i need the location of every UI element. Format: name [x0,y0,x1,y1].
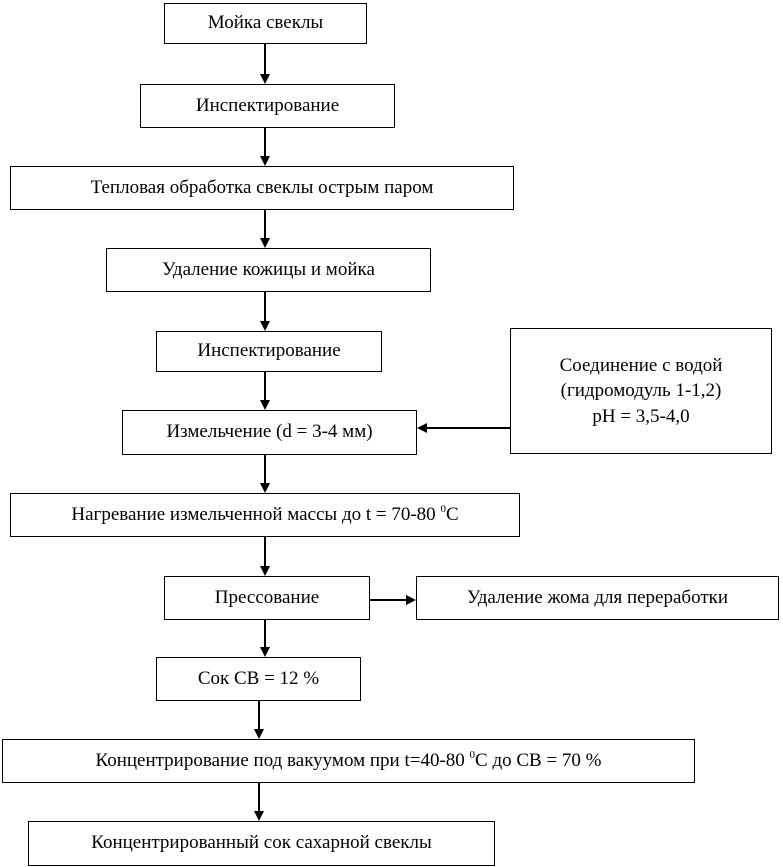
connector-6-7 [264,455,266,484]
step-juice-label: Сок СВ = 12 % [197,667,320,689]
connector-3-4 [264,210,266,239]
connector-8-9 [264,620,266,648]
water-line-2: (гидромодуль 1-1,2) [560,380,722,402]
arrow-10-11 [254,811,264,821]
step-steam-treatment: Тепловая обработка свеклы острым паром [10,166,514,210]
connector-water-to-grinding [427,427,510,429]
side-pulp-removal: Удаление жома для переработки [416,576,779,620]
step-juice: Сок СВ = 12 % [156,657,361,701]
step-concentration-label: Концентрирование под вакуумом при t=40-8… [95,748,602,771]
connector-7-8 [264,537,266,567]
step-grinding-label: Измельчение (d = 3-4 мм) [166,421,373,443]
arrow-pressing-to-pulp [406,595,416,605]
connector-4-5 [264,292,266,322]
connector-pressing-to-pulp [370,599,406,601]
step-inspection-1-label: Инспектирование [195,94,340,116]
connector-1-2 [264,44,266,75]
step-grinding: Измельчение (d = 3-4 мм) [122,410,417,455]
step-inspection-1: Инспектирование [140,84,395,128]
connector-9-10 [258,701,260,730]
arrow-1-2 [260,74,270,84]
side-water-addition: Соединение с водой (гидромодуль 1-1,2) р… [510,328,772,454]
step-concentration: Концентрирование под вакуумом при t=40-8… [2,739,695,783]
step-pressing: Прессование [164,576,370,620]
connector-2-3 [264,128,266,157]
step-heating-label: Нагревание измельченной массы до t = 70-… [71,502,459,525]
arrow-4-5 [260,321,270,331]
arrow-5-6 [260,400,270,410]
connector-10-11 [258,783,260,812]
side-pulp-removal-label: Удаление жома для переработки [466,586,729,608]
water-line-1: Соединение с водой [559,354,723,376]
arrow-3-4 [260,238,270,248]
step-final-product-label: Концентрированный сок сахарной свеклы [91,832,432,854]
step-peel-removal-label: Удаление кожицы и мойка [162,258,375,280]
step-steam-treatment-label: Тепловая обработка свеклы острым паром [90,176,434,198]
step-pressing-label: Прессование [214,586,320,608]
step-wash-beet-label: Мойка свеклы [207,12,324,34]
arrow-6-7 [260,483,270,493]
arrow-2-3 [260,156,270,166]
step-heating: Нагревание измельченной массы до t = 70-… [10,493,520,537]
step-inspection-2: Инспектирование [156,331,382,372]
arrow-water-to-grinding [417,423,427,433]
connector-5-6 [264,372,266,401]
arrow-8-9 [260,647,270,657]
step-inspection-2-label: Инспектирование [197,340,341,362]
arrow-9-10 [254,729,264,739]
step-wash-beet: Мойка свеклы [164,3,367,44]
step-final-product: Концентрированный сок сахарной свеклы [28,821,495,866]
water-line-3: рН = 3,5-4,0 [592,405,690,427]
step-peel-removal: Удаление кожицы и мойка [106,248,431,292]
arrow-7-8 [260,566,270,576]
